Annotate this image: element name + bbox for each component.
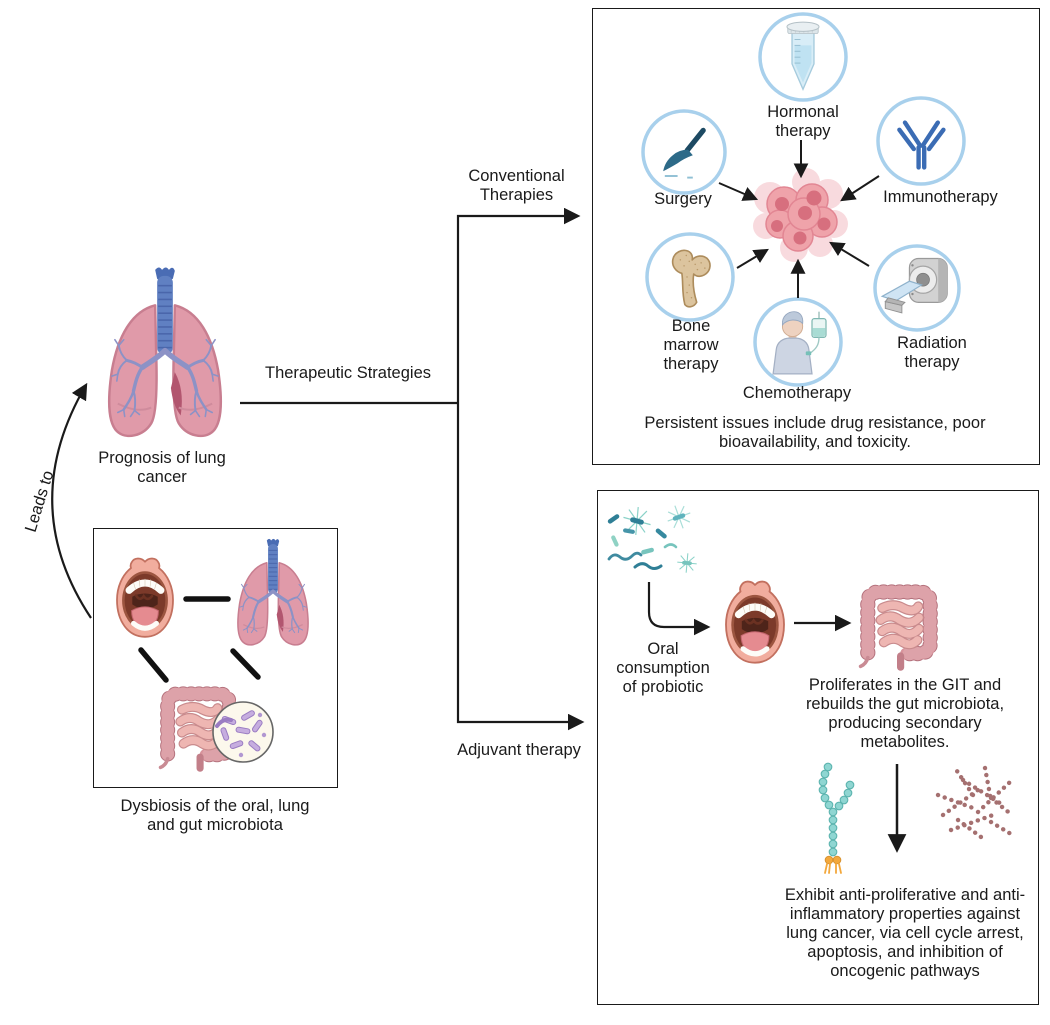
dysbiosis-connector-lines <box>138 596 261 683</box>
leads-to-arrow <box>51 382 92 619</box>
glycolipid-icon <box>818 762 855 874</box>
therapy-arrows <box>718 140 880 298</box>
persistent-issues-note: Persistent issues include drug resistanc… <box>644 414 986 451</box>
proliferates-label: Proliferates in the GIT and rebuilds the… <box>805 676 1005 751</box>
dysbiosis-caption: Dysbiosis of the oral, lung and gut micr… <box>120 797 310 834</box>
conventional-therapies-panel <box>592 8 1040 465</box>
lungs-icon <box>109 267 221 435</box>
exhibit-properties-label: Exhibit anti-proliferative and anti- inf… <box>784 886 1026 980</box>
prognosis-label: Prognosis of lung cancer <box>98 449 226 486</box>
immunotherapy-label: Immunotherapy <box>883 188 998 206</box>
chemotherapy-label: Chemotherapy <box>742 384 852 402</box>
probiotic-bacteria-icon <box>607 505 697 573</box>
polysaccharide-icon <box>935 765 1015 840</box>
adjuvant-therapy-label: Adjuvant therapy <box>457 741 581 759</box>
therapeutic-strategies-label: Therapeutic Strategies <box>264 364 431 382</box>
tumor-cells-icon <box>753 168 848 262</box>
bacteria-magnifier-icon <box>212 701 274 763</box>
flow-lines <box>240 207 585 731</box>
probiotic-to-mouth-arrow <box>647 582 711 636</box>
radiation-therapy-label: Radiation therapy <box>897 334 967 371</box>
conventional-therapies-label: Conventional Therapies <box>468 167 565 204</box>
surgery-label: Surgery <box>654 190 712 208</box>
hormonal-therapy-label: Hormonal therapy <box>767 103 839 140</box>
adjuvant-therapy-panel <box>597 490 1039 1005</box>
dysbiosis-box <box>93 528 338 788</box>
bone-marrow-therapy-label: Bone marrow therapy <box>663 317 719 373</box>
oral-consumption-label: Oral consumption of probiotic <box>616 640 710 696</box>
